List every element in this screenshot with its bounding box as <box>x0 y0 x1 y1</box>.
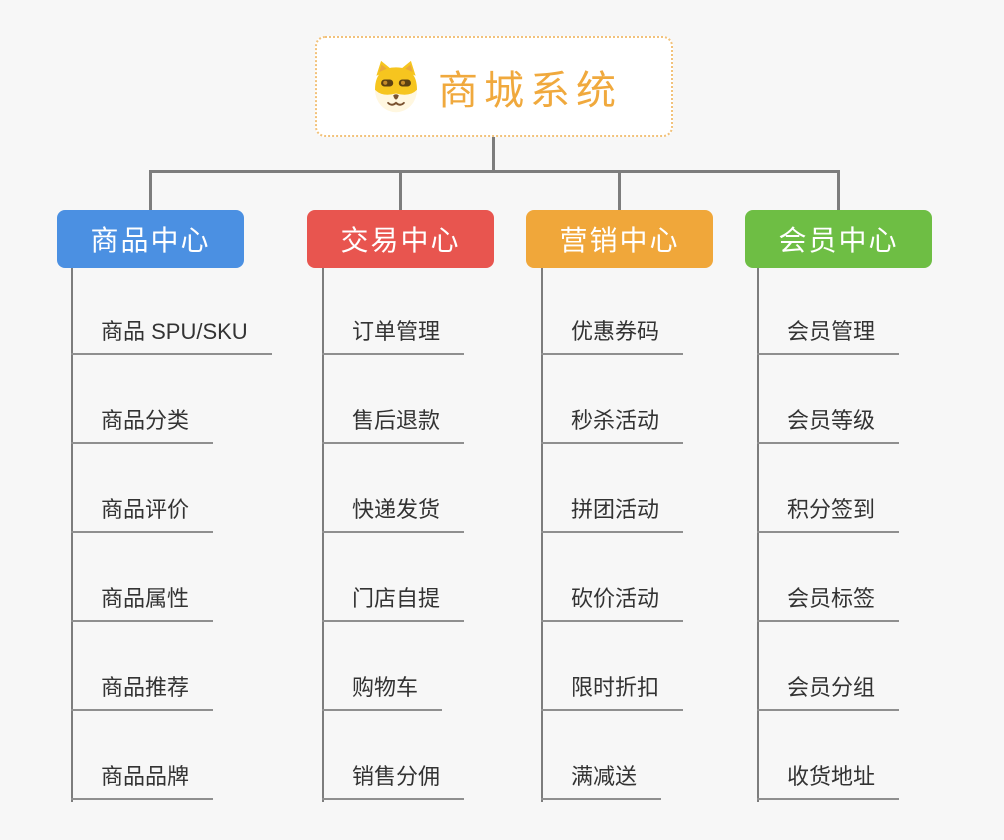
leaf-label: 订单管理 <box>322 314 465 355</box>
leaf-column-member: 会员管理会员等级积分签到会员标签会员分组收货地址 <box>757 266 900 802</box>
leaf-label: 会员等级 <box>757 403 900 444</box>
leaf-node[interactable]: 满减送 <box>541 711 683 800</box>
leaf-label: 商品推荐 <box>71 670 214 711</box>
connector-trunk-marketing <box>541 268 543 802</box>
leaf-node[interactable]: 会员分组 <box>757 622 900 711</box>
branch-node-trade[interactable]: 交易中心 <box>307 210 494 268</box>
leaf-node[interactable]: 拼团活动 <box>541 444 684 533</box>
leaf-node[interactable]: 砍价活动 <box>541 533 684 622</box>
branch-node-marketing[interactable]: 营销中心 <box>526 210 713 268</box>
leaf-label: 商品 SPU/SKU <box>71 314 272 355</box>
leaf-label: 秒杀活动 <box>541 403 684 444</box>
leaf-node[interactable]: 商品 SPU/SKU <box>71 266 272 355</box>
leaf-label: 商品分类 <box>71 403 214 444</box>
connector-drop-member <box>837 173 840 210</box>
root-title: 商城系统 <box>438 68 622 113</box>
branch-label: 交易中心 <box>340 225 461 256</box>
leaf-column-product: 商品 SPU/SKU 商品分类商品评价商品属性商品推荐商品品牌 <box>71 266 272 802</box>
leaf-label: 积分签到 <box>757 492 900 533</box>
dog-icon <box>375 60 417 112</box>
leaf-node[interactable]: 商品分类 <box>71 355 272 444</box>
leaf-label: 购物车 <box>322 670 443 711</box>
leaf-column-marketing: 优惠券码秒杀活动拼团活动砍价活动限时折扣满减送 <box>541 266 684 802</box>
branch-label: 商品中心 <box>90 225 211 256</box>
leaf-node[interactable]: 会员管理 <box>757 266 900 355</box>
connector-drop-trade <box>399 173 402 210</box>
leaf-label: 限时折扣 <box>541 670 684 711</box>
connector-root-stem <box>492 137 495 170</box>
leaf-label: 拼团活动 <box>541 492 684 533</box>
leaf-node[interactable]: 销售分佣 <box>322 711 465 800</box>
leaf-node[interactable]: 收货地址 <box>757 711 900 800</box>
leaf-label: 售后退款 <box>322 403 465 444</box>
leaf-label: 会员标签 <box>757 581 900 622</box>
branch-label: 会员中心 <box>778 225 899 256</box>
leaf-label: 销售分佣 <box>322 759 465 800</box>
connector-trunk-product <box>71 268 73 802</box>
connector-drop-marketing <box>618 173 621 210</box>
leaf-node[interactable]: 门店自提 <box>322 533 465 622</box>
leaf-node[interactable]: 购物车 <box>322 622 464 711</box>
root-node-mall-system[interactable]: 商城系统 <box>315 36 673 137</box>
connector-trunk-member <box>757 268 759 802</box>
leaf-label: 商品品牌 <box>71 759 214 800</box>
branch-label: 营销中心 <box>559 225 680 256</box>
leaf-node[interactable]: 秒杀活动 <box>541 355 684 444</box>
leaf-label: 快递发货 <box>322 492 465 533</box>
branch-node-product[interactable]: 商品中心 <box>57 210 244 268</box>
connector-drop-product <box>149 173 152 210</box>
leaf-label: 会员分组 <box>757 670 900 711</box>
leaf-node[interactable]: 商品品牌 <box>71 711 272 800</box>
leaf-label: 会员管理 <box>757 314 900 355</box>
leaf-node[interactable]: 积分签到 <box>757 444 900 533</box>
leaf-node[interactable]: 商品推荐 <box>71 622 272 711</box>
leaf-node[interactable]: 商品评价 <box>71 444 272 533</box>
leaf-label: 商品评价 <box>71 492 214 533</box>
connector-trunk-trade <box>322 268 324 802</box>
leaf-column-trade: 订单管理售后退款快递发货门店自提购物车销售分佣 <box>322 266 465 802</box>
leaf-node[interactable]: 商品属性 <box>71 533 272 622</box>
connector-horizontal-bus <box>149 170 840 173</box>
branch-node-member[interactable]: 会员中心 <box>745 210 932 268</box>
leaf-node[interactable]: 会员标签 <box>757 533 900 622</box>
leaf-node[interactable]: 限时折扣 <box>541 622 684 711</box>
leaf-node[interactable]: 快递发货 <box>322 444 465 533</box>
leaf-label: 商品属性 <box>71 581 214 622</box>
leaf-label: 优惠券码 <box>541 314 684 355</box>
leaf-node[interactable]: 订单管理 <box>322 266 465 355</box>
leaf-label: 砍价活动 <box>541 581 684 622</box>
leaf-node[interactable]: 优惠券码 <box>541 266 684 355</box>
leaf-label: 收货地址 <box>757 759 900 800</box>
leaf-node[interactable]: 会员等级 <box>757 355 900 444</box>
leaf-label: 门店自提 <box>322 581 465 622</box>
leaf-label: 满减送 <box>541 759 662 800</box>
leaf-node[interactable]: 售后退款 <box>322 355 465 444</box>
